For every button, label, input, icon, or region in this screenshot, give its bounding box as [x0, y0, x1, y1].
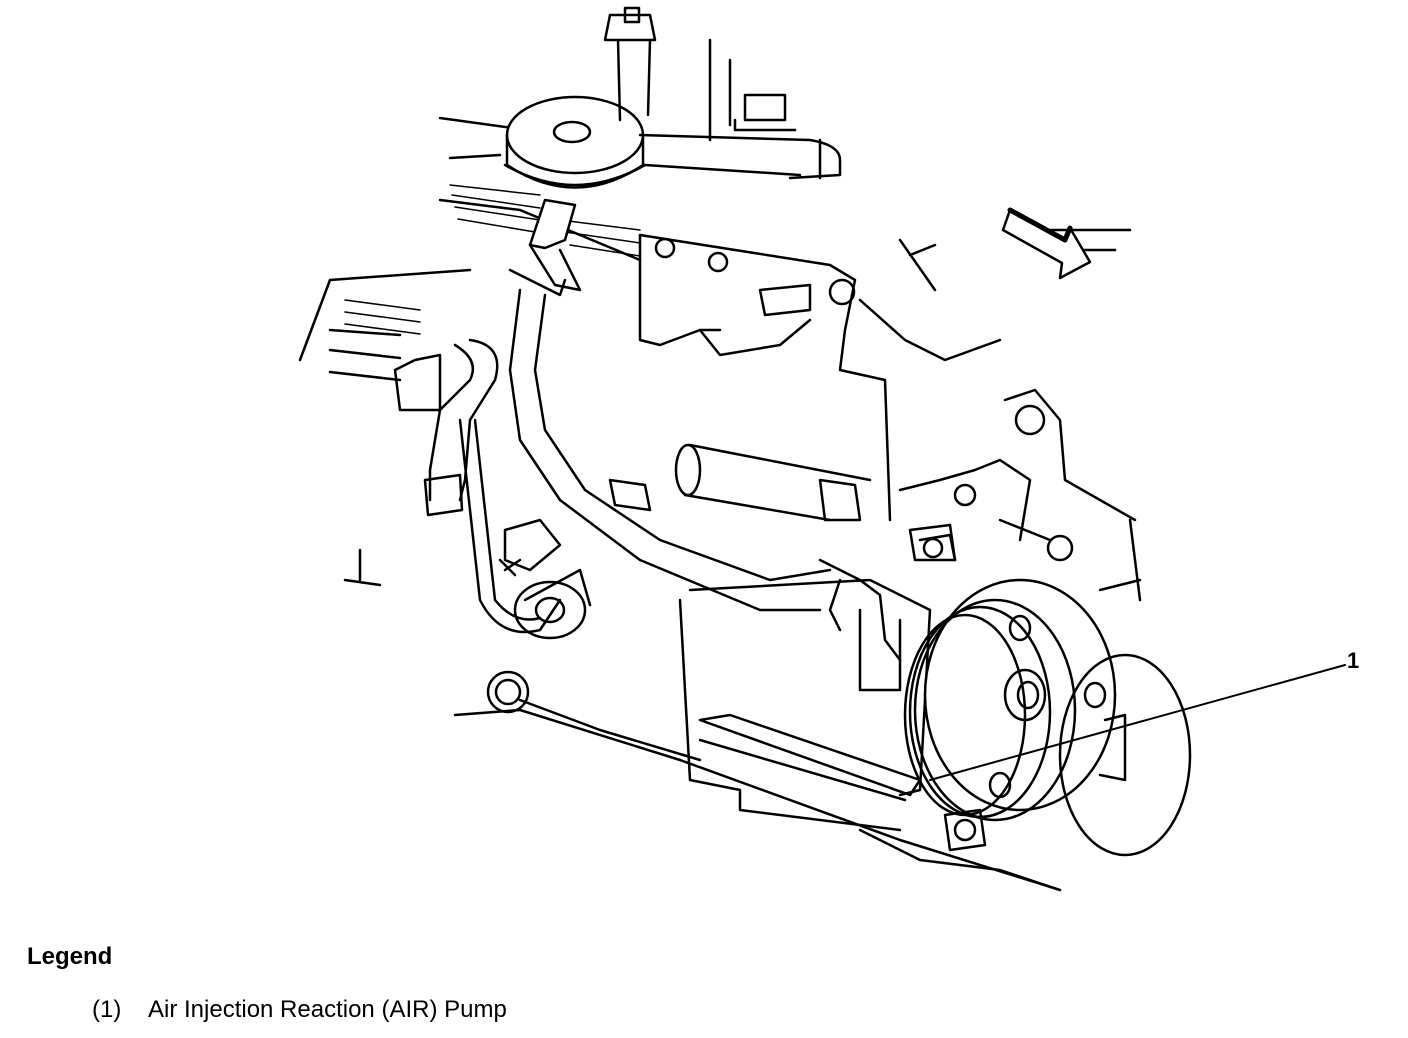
callout-number: 1: [1347, 648, 1359, 673]
legend-title: Legend: [27, 943, 113, 970]
sensor-fitting: [498, 518, 592, 640]
legend-item: (1) Air Injection Reaction (AIR) Pump: [92, 996, 507, 1024]
legend-list: (1) Air Injection Reaction (AIR) Pump: [92, 996, 507, 1024]
cylinder-head-hatching: [344, 184, 641, 335]
air-pump-pulley: [903, 578, 1192, 857]
left-hose: [393, 338, 562, 634]
legend-item-text: Air Injection Reaction (AIR) Pump: [148, 996, 507, 1023]
callout-leader-line: [929, 664, 1346, 781]
engine-block-outline: [298, 38, 1142, 892]
bypass-tube: [608, 443, 872, 522]
legend-item-number: (1): [92, 996, 122, 1023]
right-bracket: [898, 404, 1074, 562]
top-bolt: [603, 6, 797, 132]
mounting-bracket: [638, 233, 937, 522]
callout-1: 1: [929, 648, 1359, 781]
engine-diagram: 1: [298, 6, 1359, 892]
pump-bolts: [486, 533, 987, 852]
air-pump-body: [678, 578, 932, 832]
air-injection-pipe: [508, 198, 902, 692]
front-direction-arrow-icon: [1001, 207, 1092, 280]
air-check-valve: [503, 95, 647, 189]
vacuum-hose: [638, 133, 842, 180]
